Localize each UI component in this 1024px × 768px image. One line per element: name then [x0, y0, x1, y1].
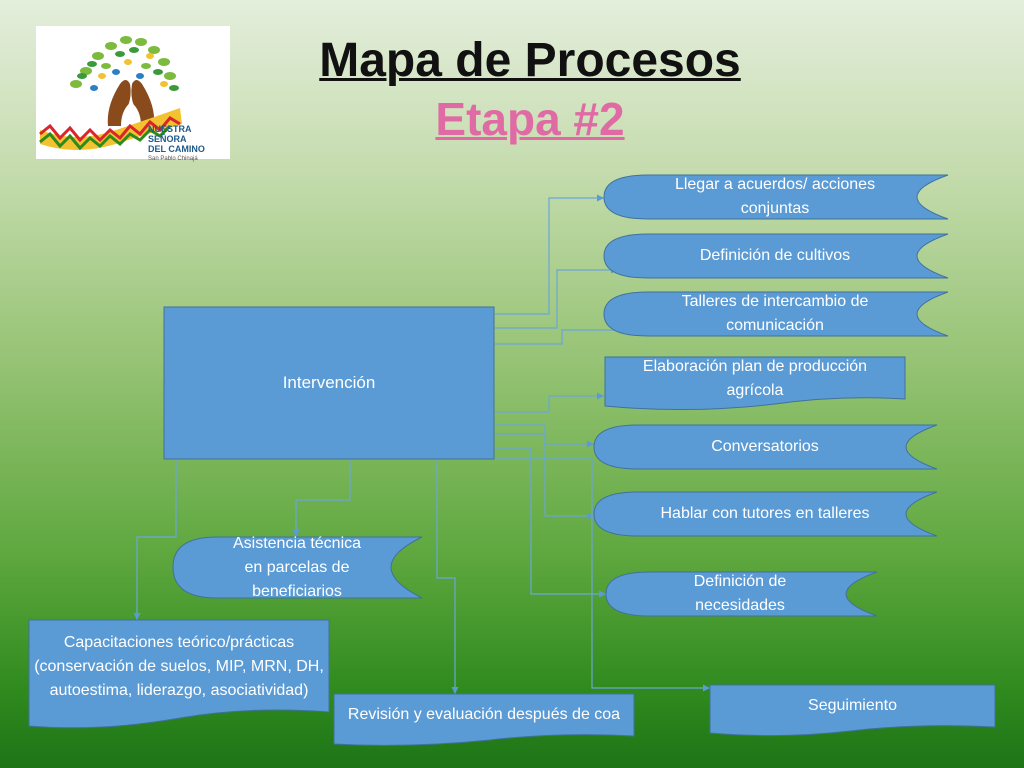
connector-revision — [436, 459, 459, 694]
capacitaciones-box — [28, 619, 330, 729]
connector-asistencia — [292, 459, 351, 537]
root-box — [163, 306, 495, 460]
connector-seguimiento — [495, 458, 710, 692]
node-capacitaciones: Capacitaciones teórico/prácticas (conser… — [34, 634, 324, 699]
connector-acuerdos — [495, 194, 604, 315]
logo-line-2: DEL CAMINO — [148, 144, 205, 154]
seguimiento-box — [709, 684, 996, 737]
plan-box — [604, 356, 906, 411]
page-title: Mapa de Procesos — [319, 34, 741, 87]
node-necesidades: Definición de necesidades — [693, 573, 787, 614]
asistencia-box — [172, 536, 423, 599]
page-subtitle: Etapa #2 — [435, 93, 625, 145]
node-revision: Revisión y evaluación después de coa — [347, 706, 621, 723]
connector-cultivos — [495, 266, 618, 329]
conversatorios-box — [593, 424, 938, 470]
acuerdos-box — [603, 174, 949, 220]
cultivos-box — [603, 233, 949, 279]
connector-tutores — [495, 433, 594, 520]
talleres-box — [603, 291, 949, 337]
organization-logo: NUESTRA SEÑORA DEL CAMINO San Pablo Chin… — [36, 26, 230, 162]
node-conversatorios: Conversatorios — [711, 438, 819, 455]
logo-line-1: NUESTRA SEÑORA — [148, 124, 192, 144]
necesidades-box — [605, 571, 878, 617]
connector-capacitaciones — [133, 459, 177, 620]
node-intervencion: Intervención — [282, 373, 376, 392]
node-acuerdos: Llegar a acuerdos/ acciones conjuntas — [674, 176, 876, 217]
node-seguimiento: Seguimiento — [808, 697, 897, 714]
connector-talleres — [495, 326, 626, 345]
tree-hands-logo-icon — [39, 36, 182, 151]
node-tutores: Hablar con tutores en talleres — [660, 505, 870, 522]
revision-box — [333, 693, 635, 746]
connector-necesidades — [495, 447, 606, 598]
tutores-box — [593, 491, 938, 537]
logo-line-3: San Pablo Chinajá — [148, 156, 198, 162]
node-cultivos: Definición de cultivos — [699, 247, 851, 264]
node-asistencia: Asistencia técnica en parcelas de benefi… — [232, 535, 362, 600]
node-talleres: Talleres de intercambio de comunicación — [681, 293, 869, 334]
node-plan: Elaboración plan de producción agrícola — [642, 358, 868, 399]
connector-plan — [495, 392, 604, 413]
